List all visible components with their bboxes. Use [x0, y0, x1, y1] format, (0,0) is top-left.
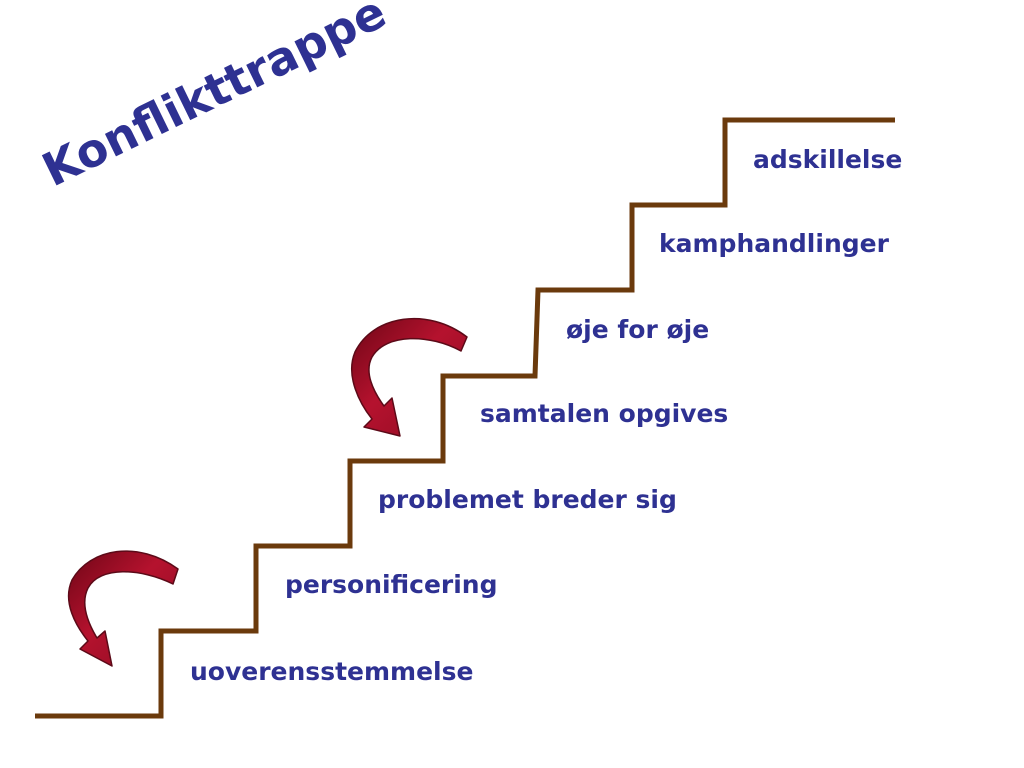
staircase-line — [35, 117, 895, 719]
step-label-4: samtalen opgives — [480, 399, 729, 428]
curved-arrow-upper-shape — [350, 317, 468, 437]
curved-arrow-upper — [350, 317, 468, 437]
step-label-3: problemet breder sig — [378, 485, 677, 514]
step-label-5: øje for øje — [566, 315, 710, 344]
step-label-2: personificering — [285, 570, 498, 599]
curved-arrow-lower — [67, 550, 179, 667]
step-label-6: kamphandlinger — [659, 229, 889, 258]
step-label-1: uoverensstemmelse — [190, 657, 474, 686]
curved-arrow-lower-shape — [67, 550, 179, 667]
step-label-7: adskillelse — [753, 145, 903, 174]
